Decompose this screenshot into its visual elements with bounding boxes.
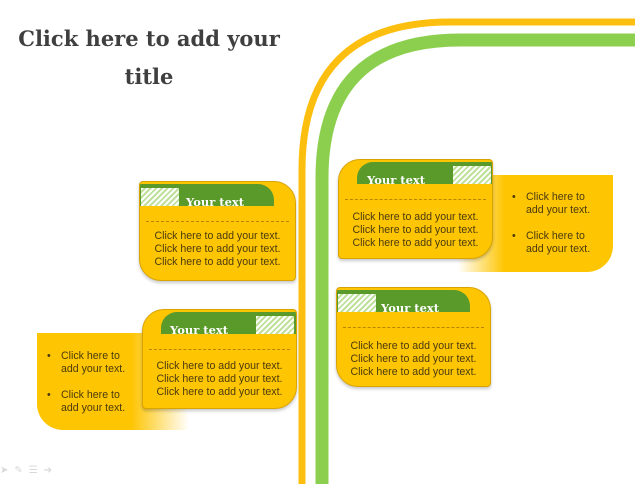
divider [345,199,486,200]
box-body: Click here to add your text. Click here … [352,211,479,249]
slide-title[interactable]: Click here to add your title [18,20,280,96]
title-line-2: title [124,64,174,89]
list-item: Click here to add your text. [47,389,125,415]
yellow-arc [298,18,635,484]
box-header: Your text [367,173,426,187]
divider [146,221,289,222]
divider [343,327,484,328]
green-arc [315,33,635,484]
hatch-pattern [338,294,376,312]
text-box-upper-right[interactable]: Your text Click here to add your text. C… [338,159,493,259]
text-box-lower-right[interactable]: Your text Click here to add your text. C… [336,287,491,387]
text-box-upper-left[interactable]: Your text Click here to add your text. C… [139,181,296,281]
text-box-lower-left[interactable]: Your text Click here to add your text. C… [142,309,297,409]
hatch-pattern [256,316,294,334]
box-header: Your text [381,301,440,315]
box-body: Click here to add your text. Click here … [156,360,283,398]
title-line-1: Click here to add your [18,26,280,51]
divider [149,349,290,350]
slideshow-toolbar[interactable]: ➤✎☰➔ [0,465,58,476]
list-item: Click here to add your text. [47,350,125,376]
pen-icon[interactable]: ✎ [14,465,29,476]
list-item: Click here to add your text. [512,230,590,256]
box-header: Your text [170,323,229,337]
box-header: Your text [186,195,245,209]
box-body: Click here to add your text. Click here … [350,340,477,378]
box-body: Click here to add your text. Click here … [154,230,281,268]
bullet-list: Click here to add your text. Click here … [512,191,590,269]
list-item: Click here to add your text. [512,191,590,217]
bullet-list: Click here to add your text. Click here … [47,350,125,428]
menu-icon[interactable]: ☰ [28,465,44,476]
pointer-icon[interactable]: ➤ [0,465,15,476]
next-icon[interactable]: ➔ [43,465,59,476]
hatch-pattern [141,188,179,206]
hatch-pattern [453,166,491,184]
